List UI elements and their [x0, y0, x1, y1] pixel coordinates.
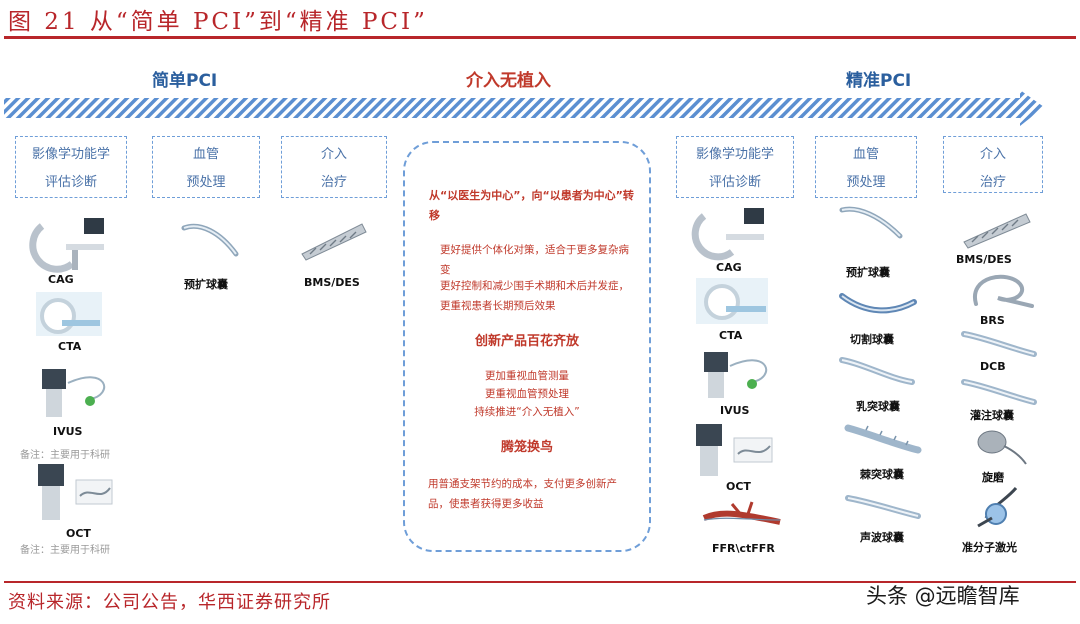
right-label-brs: BRS — [980, 314, 1005, 327]
label-bms-des-left: BMS/DES — [304, 276, 360, 289]
footer-divider — [4, 581, 1076, 583]
right-label-cutting-balloon: 切割球囊 — [850, 333, 894, 346]
center-concept-box — [403, 141, 651, 552]
phase-precise-pci: 精准PCI — [846, 71, 912, 91]
spike-balloon-icon — [844, 424, 922, 454]
label-cta: CTA — [58, 340, 82, 353]
right-cta-scanner-icon — [696, 278, 768, 324]
center-item-no-implant: 持续推进“介入无植入” — [474, 406, 580, 418]
stent-icon — [301, 223, 367, 261]
right-label-excimer-laser: 准分子激光 — [962, 541, 1017, 554]
center-para-cost: 用普通支架节约的成本，支付更多创新产品，使患者获得更多收益 — [428, 478, 617, 510]
right-label-rotablation: 旋磨 — [982, 471, 1004, 484]
phase-intervention-without-implant: 介入无植入 — [466, 71, 551, 91]
right-label-perfusion-balloon: 灌注球囊 — [970, 409, 1014, 422]
sonic-balloon-icon — [845, 495, 921, 519]
cta-scanner-icon — [36, 292, 102, 336]
right-label-dcb: DCB — [980, 360, 1006, 373]
perfusion-balloon-icon — [961, 379, 1037, 405]
cag-machine-icon — [29, 218, 104, 273]
right-label-spike-balloon: 棘突球囊 — [860, 468, 904, 481]
right-ivus-system-icon — [704, 352, 768, 398]
label-cag: CAG — [48, 273, 74, 286]
cutting-balloon-icon — [839, 293, 917, 314]
predilation-balloon-icon — [181, 223, 239, 257]
dcb-balloon-icon — [961, 331, 1037, 357]
note-research-1: 备注：主要用于科研 — [20, 450, 110, 461]
label-ivus: IVUS — [53, 425, 83, 438]
watermark: 头条 @远瞻智库 — [866, 584, 1020, 608]
box-left-treatment: 介入治疗 — [281, 136, 387, 198]
rotablation-icon — [977, 430, 1027, 465]
progress-arrow-band — [4, 90, 1044, 126]
center-para-complications: 更好控制和减少围手术期和术后并发症，更重视患者长期预后效果 — [440, 280, 629, 312]
label-predilation-balloon: 预扩球囊 — [184, 278, 228, 291]
center-item-preparation: 更重视血管预处理 — [485, 388, 569, 400]
right-label-ffr: FFR\ctFFR — [712, 542, 775, 555]
box-right-diagnosis: 影像学功能学评估诊断 — [676, 136, 794, 198]
right-oct-system-icon — [696, 424, 773, 476]
right-label-cta: CTA — [719, 329, 743, 342]
center-item-measurement: 更加重视血管测量 — [485, 370, 569, 382]
right-label-oct: OCT — [726, 480, 751, 493]
right-label-sonic-balloon: 声波球囊 — [860, 531, 904, 544]
excimer-laser-icon — [977, 487, 1018, 528]
brs-scaffold-icon — [972, 274, 1034, 308]
right-label-bms-des: BMS/DES — [956, 253, 1012, 266]
right-label-cag: CAG — [716, 261, 742, 274]
papilla-balloon-icon — [839, 357, 915, 385]
center-para-personalized: 更好提供个体化对策，适合于更多复杂病变 — [440, 244, 629, 276]
ivus-system-icon — [42, 369, 106, 417]
center-heading-shift: 从“以医生为中心”，向“以患者为中心”转移 — [429, 189, 634, 222]
box-left-preparation: 血管预处理 — [152, 136, 260, 198]
phase-simple-pci: 简单PCI — [152, 71, 218, 91]
note-research-2: 备注：主要用于科研 — [20, 545, 110, 556]
right-label-papilla-balloon: 乳突球囊 — [856, 400, 900, 413]
right-label-ivus: IVUS — [720, 404, 750, 417]
figure-title: 图 21 从“简单 PCI”到“精准 PCI” — [8, 9, 428, 35]
right-label-predilation-balloon: 预扩球囊 — [846, 266, 890, 279]
box-right-preparation: 血管预处理 — [815, 136, 917, 198]
label-oct: OCT — [66, 527, 91, 540]
center-heading-replace: 腾笼换鸟 — [500, 440, 553, 455]
ffr-guidewire-icon — [702, 501, 781, 525]
box-left-diagnosis: 影像学功能学评估诊断 — [15, 136, 127, 198]
right-cag-machine-icon — [691, 208, 764, 261]
right-predilation-balloon-icon — [839, 206, 903, 239]
right-stent-icon — [963, 213, 1031, 249]
center-heading-innovation: 创新产品百花齐放 — [474, 334, 579, 349]
oct-system-icon — [38, 464, 113, 520]
box-right-treatment: 介入治疗 — [943, 136, 1043, 193]
title-divider — [4, 36, 1076, 39]
source-note: 资料来源：公司公告，华西证券研究所 — [8, 592, 331, 613]
